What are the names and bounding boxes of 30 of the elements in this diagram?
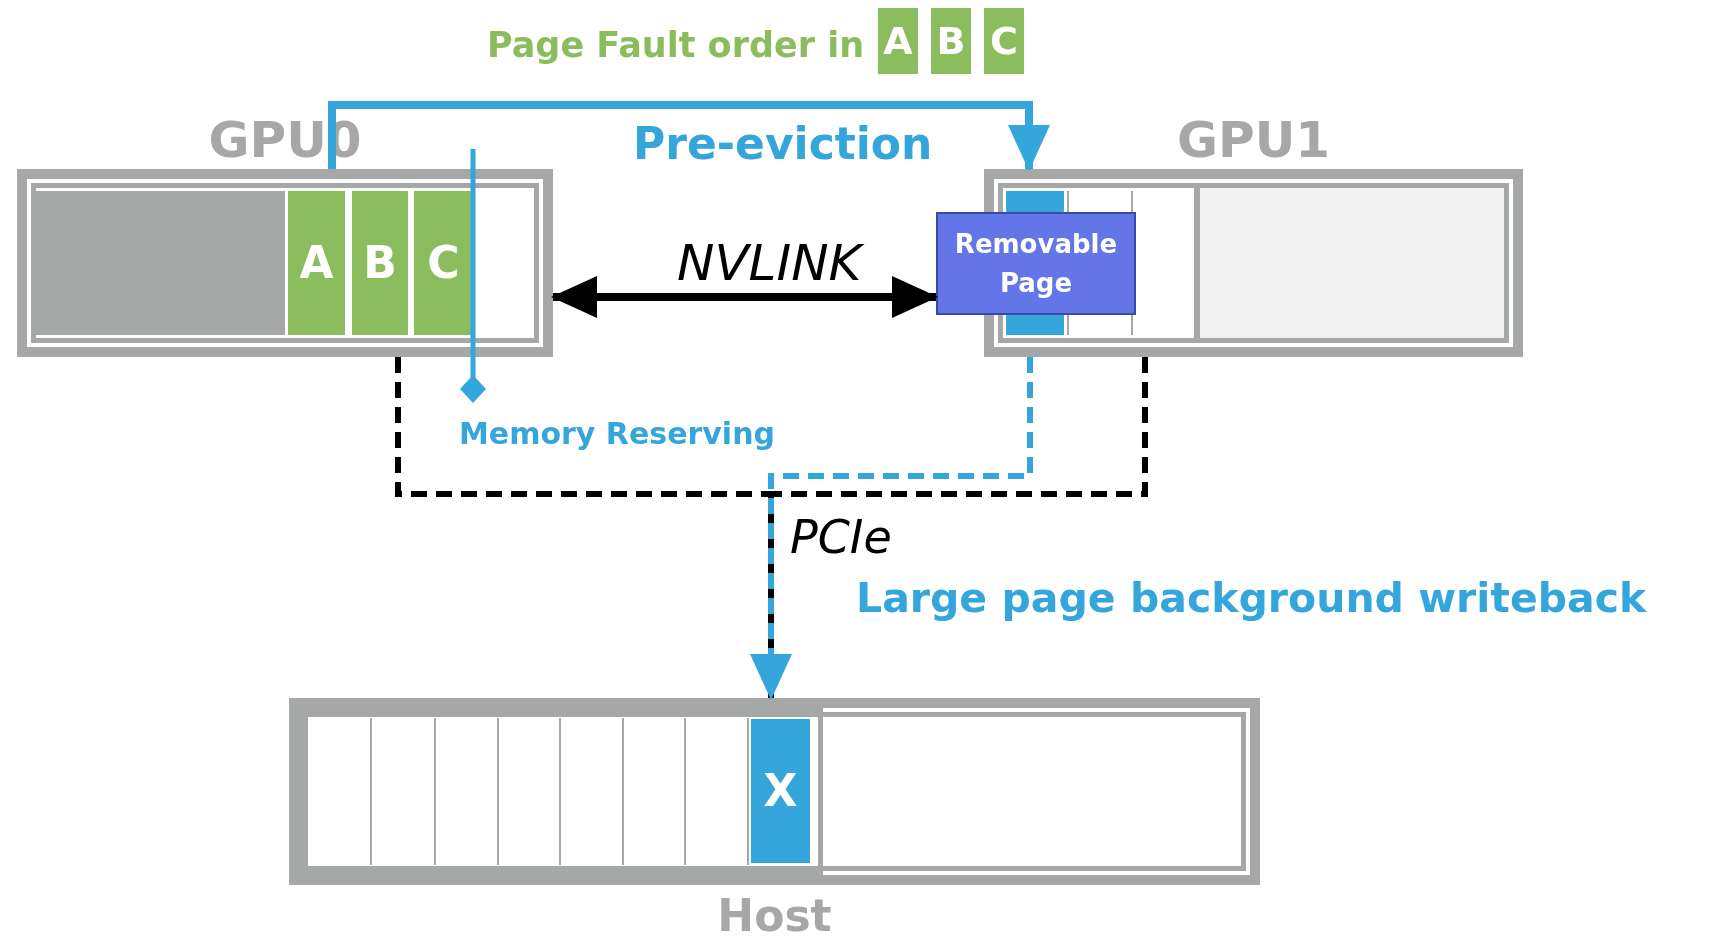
removable-page-tooltip (936, 212, 1136, 315)
page-cell (414, 191, 473, 335)
page-label: C (426, 236, 461, 290)
page-label: Removable Page (953, 227, 1119, 300)
page-label: C (989, 17, 1019, 65)
used-memory-block (36, 191, 285, 335)
page-label: B (362, 236, 398, 290)
edge-label: Pre-eviction (633, 122, 933, 166)
edge-label: NVLINK (677, 238, 862, 288)
page-cell (352, 191, 408, 335)
memory-heading: GPU1 (1175, 113, 1332, 167)
memory-heading: Host (716, 889, 833, 938)
connector-arrow (750, 357, 1033, 700)
edge-label: PCIe (790, 514, 892, 560)
page-square (931, 8, 971, 74)
free-memory-area (1194, 188, 1504, 338)
page-cell (1006, 191, 1064, 212)
page-label: A (882, 17, 914, 65)
page-square (984, 8, 1024, 74)
page-label: A (298, 236, 335, 290)
page-square (878, 8, 918, 74)
page-label: B (935, 17, 967, 65)
page-cell (751, 719, 810, 863)
legend-caption: Page Fault order in (487, 28, 865, 63)
annotation-text: Memory Reserving (459, 419, 775, 449)
page-label: X (762, 764, 799, 818)
connector-arrow (328, 101, 1050, 171)
page-cell (288, 191, 345, 335)
edge-label: Large page background writeback (856, 578, 1647, 619)
connector-arrow (551, 276, 938, 318)
